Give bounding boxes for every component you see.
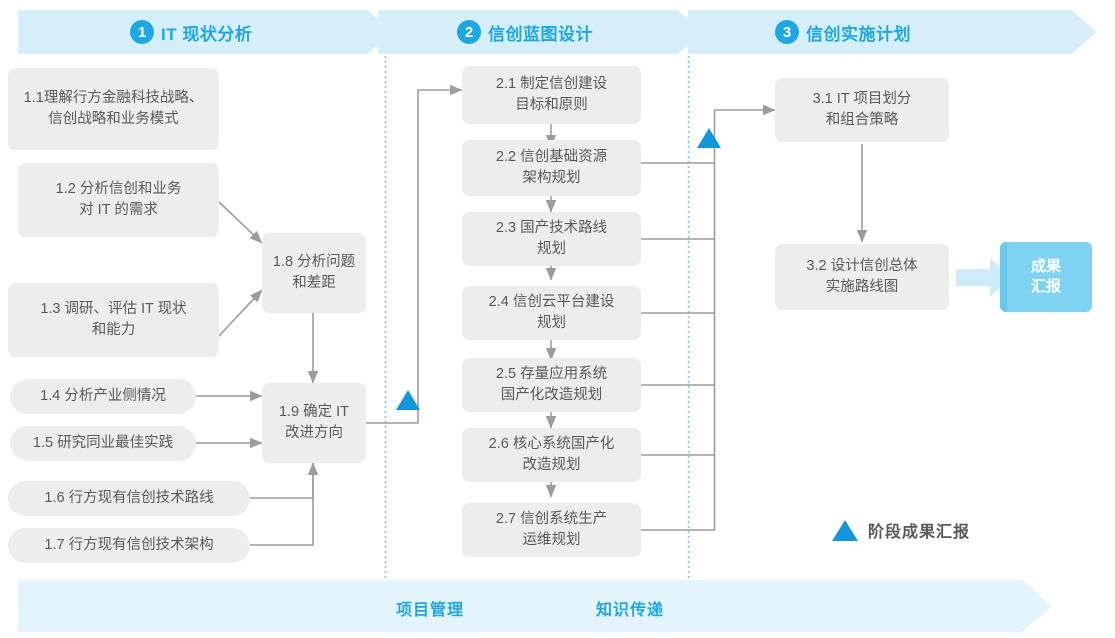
band-label-knowledge-transfer: 知识传递 xyxy=(596,596,664,620)
conn-1.2-to-1.8 xyxy=(217,200,263,244)
process-box-2-4[interactable]: 2.4 信创云平台建设规划 xyxy=(462,286,641,340)
process-box-3-1[interactable]: 3.1 IT 项目划分和组合策略 xyxy=(775,78,949,142)
phase-label-1[interactable]: 1 IT 现状分析 xyxy=(130,16,252,48)
phase-number-1: 1 xyxy=(130,20,154,44)
process-box-1-1[interactable]: 1.1理解行方金融科技战略、信创战略和业务模式 xyxy=(8,68,219,150)
band-label-project-management-text: 项目管理 xyxy=(396,602,465,619)
conn-1.9-to-2.1 xyxy=(365,84,463,424)
phase-label-2[interactable]: 2 信创蓝图设计 xyxy=(457,16,593,48)
process-box-2-6-label: 2.6 核心系统国产化改造规划 xyxy=(488,435,615,473)
process-box-1-5[interactable]: 1.5 研究同业最佳实践 xyxy=(10,426,196,461)
band-label-project-management: 项目管理 xyxy=(396,596,464,620)
phase-number-3: 3 xyxy=(775,20,799,44)
process-box-1-1-label: 1.1理解行方金融科技战略、信创战略和业务模式 xyxy=(23,89,204,127)
process-box-1-7[interactable]: 1.7 行方现有信创技术架构 xyxy=(8,528,250,563)
process-box-2-7-label: 2.7 信创系统生产运维规划 xyxy=(495,510,608,548)
process-box-1-6-label: 1.6 行方现有信创技术路线 xyxy=(44,489,214,506)
process-box-2-2[interactable]: 2.2 信创基础资源架构规划 xyxy=(462,140,641,196)
milestone-triangle-phase1 xyxy=(396,390,420,410)
conn-1.3-to-1.8 xyxy=(217,289,263,338)
phase-title-2: 信创蓝图设计 xyxy=(488,24,593,44)
process-box-1-7-label: 1.7 行方现有信创技术架构 xyxy=(44,536,214,553)
legend-milestone: 阶段成果汇报 xyxy=(832,518,970,542)
process-box-1-4-label: 1.4 分析产业侧情况 xyxy=(40,387,166,404)
process-box-1-8[interactable]: 1.8 分析问题和差距 xyxy=(262,233,366,313)
process-box-1-2-label: 1.2 分析信创和业务对 IT 的需求 xyxy=(55,180,182,218)
process-box-2-7[interactable]: 2.7 信创系统生产运维规划 xyxy=(462,503,641,557)
process-box-2-1[interactable]: 2.1 制定信创建设目标和原则 xyxy=(462,66,641,124)
process-box-3-1-label: 3.1 IT 项目划分和组合策略 xyxy=(812,90,912,128)
process-box-2-3[interactable]: 2.3 国产技术路线规划 xyxy=(462,212,641,266)
phase-label-3[interactable]: 3 信创实施计划 xyxy=(775,16,911,48)
process-box-2-4-label: 2.4 信创云平台建设规划 xyxy=(488,293,615,331)
result-report-badge-label: 成果汇报 xyxy=(1030,257,1061,295)
phase-title-1: IT 现状分析 xyxy=(161,24,253,44)
phase-title-3: 信创实施计划 xyxy=(806,24,911,44)
process-box-1-2[interactable]: 1.2 分析信创和业务对 IT 的需求 xyxy=(18,163,219,237)
milestone-triangle-phase2 xyxy=(697,128,721,148)
result-report-badge[interactable]: 成果汇报 xyxy=(1000,242,1092,312)
process-box-1-8-label: 1.8 分析问题和差距 xyxy=(272,253,356,291)
conn-1.6-to-1.9 xyxy=(250,462,319,499)
process-box-3-2[interactable]: 3.2 设计信创总体实施路线图 xyxy=(775,244,949,310)
legend-milestone-label: 阶段成果汇报 xyxy=(868,524,971,541)
phase-number-2: 2 xyxy=(457,20,481,44)
process-box-1-3-label: 1.3 调研、评估 IT 现状和能力 xyxy=(40,300,187,338)
process-box-1-5-label: 1.5 研究同业最佳实践 xyxy=(32,434,174,451)
process-box-2-1-label: 2.1 制定信创建设目标和原则 xyxy=(495,75,608,113)
process-box-1-3[interactable]: 1.3 调研、评估 IT 现状和能力 xyxy=(8,283,219,357)
process-box-2-6[interactable]: 2.6 核心系统国产化改造规划 xyxy=(462,428,641,482)
process-box-1-4[interactable]: 1.4 分析产业侧情况 xyxy=(10,379,196,414)
process-box-3-2-label: 3.2 设计信创总体实施路线图 xyxy=(806,257,918,295)
process-box-2-5-label: 2.5 存量应用系统国产化改造规划 xyxy=(495,365,608,403)
process-box-1-6[interactable]: 1.6 行方现有信创技术路线 xyxy=(8,481,250,516)
process-box-2-2-label: 2.2 信创基础资源架构规划 xyxy=(495,148,608,186)
triangle-milestone-icon xyxy=(832,519,858,541)
band-label-knowledge-transfer-text: 知识传递 xyxy=(596,602,665,619)
process-box-2-3-label: 2.3 国产技术路线规划 xyxy=(495,219,608,257)
conn-1.7-to-1.9 xyxy=(250,463,314,546)
bottom-band xyxy=(18,580,1052,632)
process-box-2-5[interactable]: 2.5 存量应用系统国产化改造规划 xyxy=(462,358,641,412)
